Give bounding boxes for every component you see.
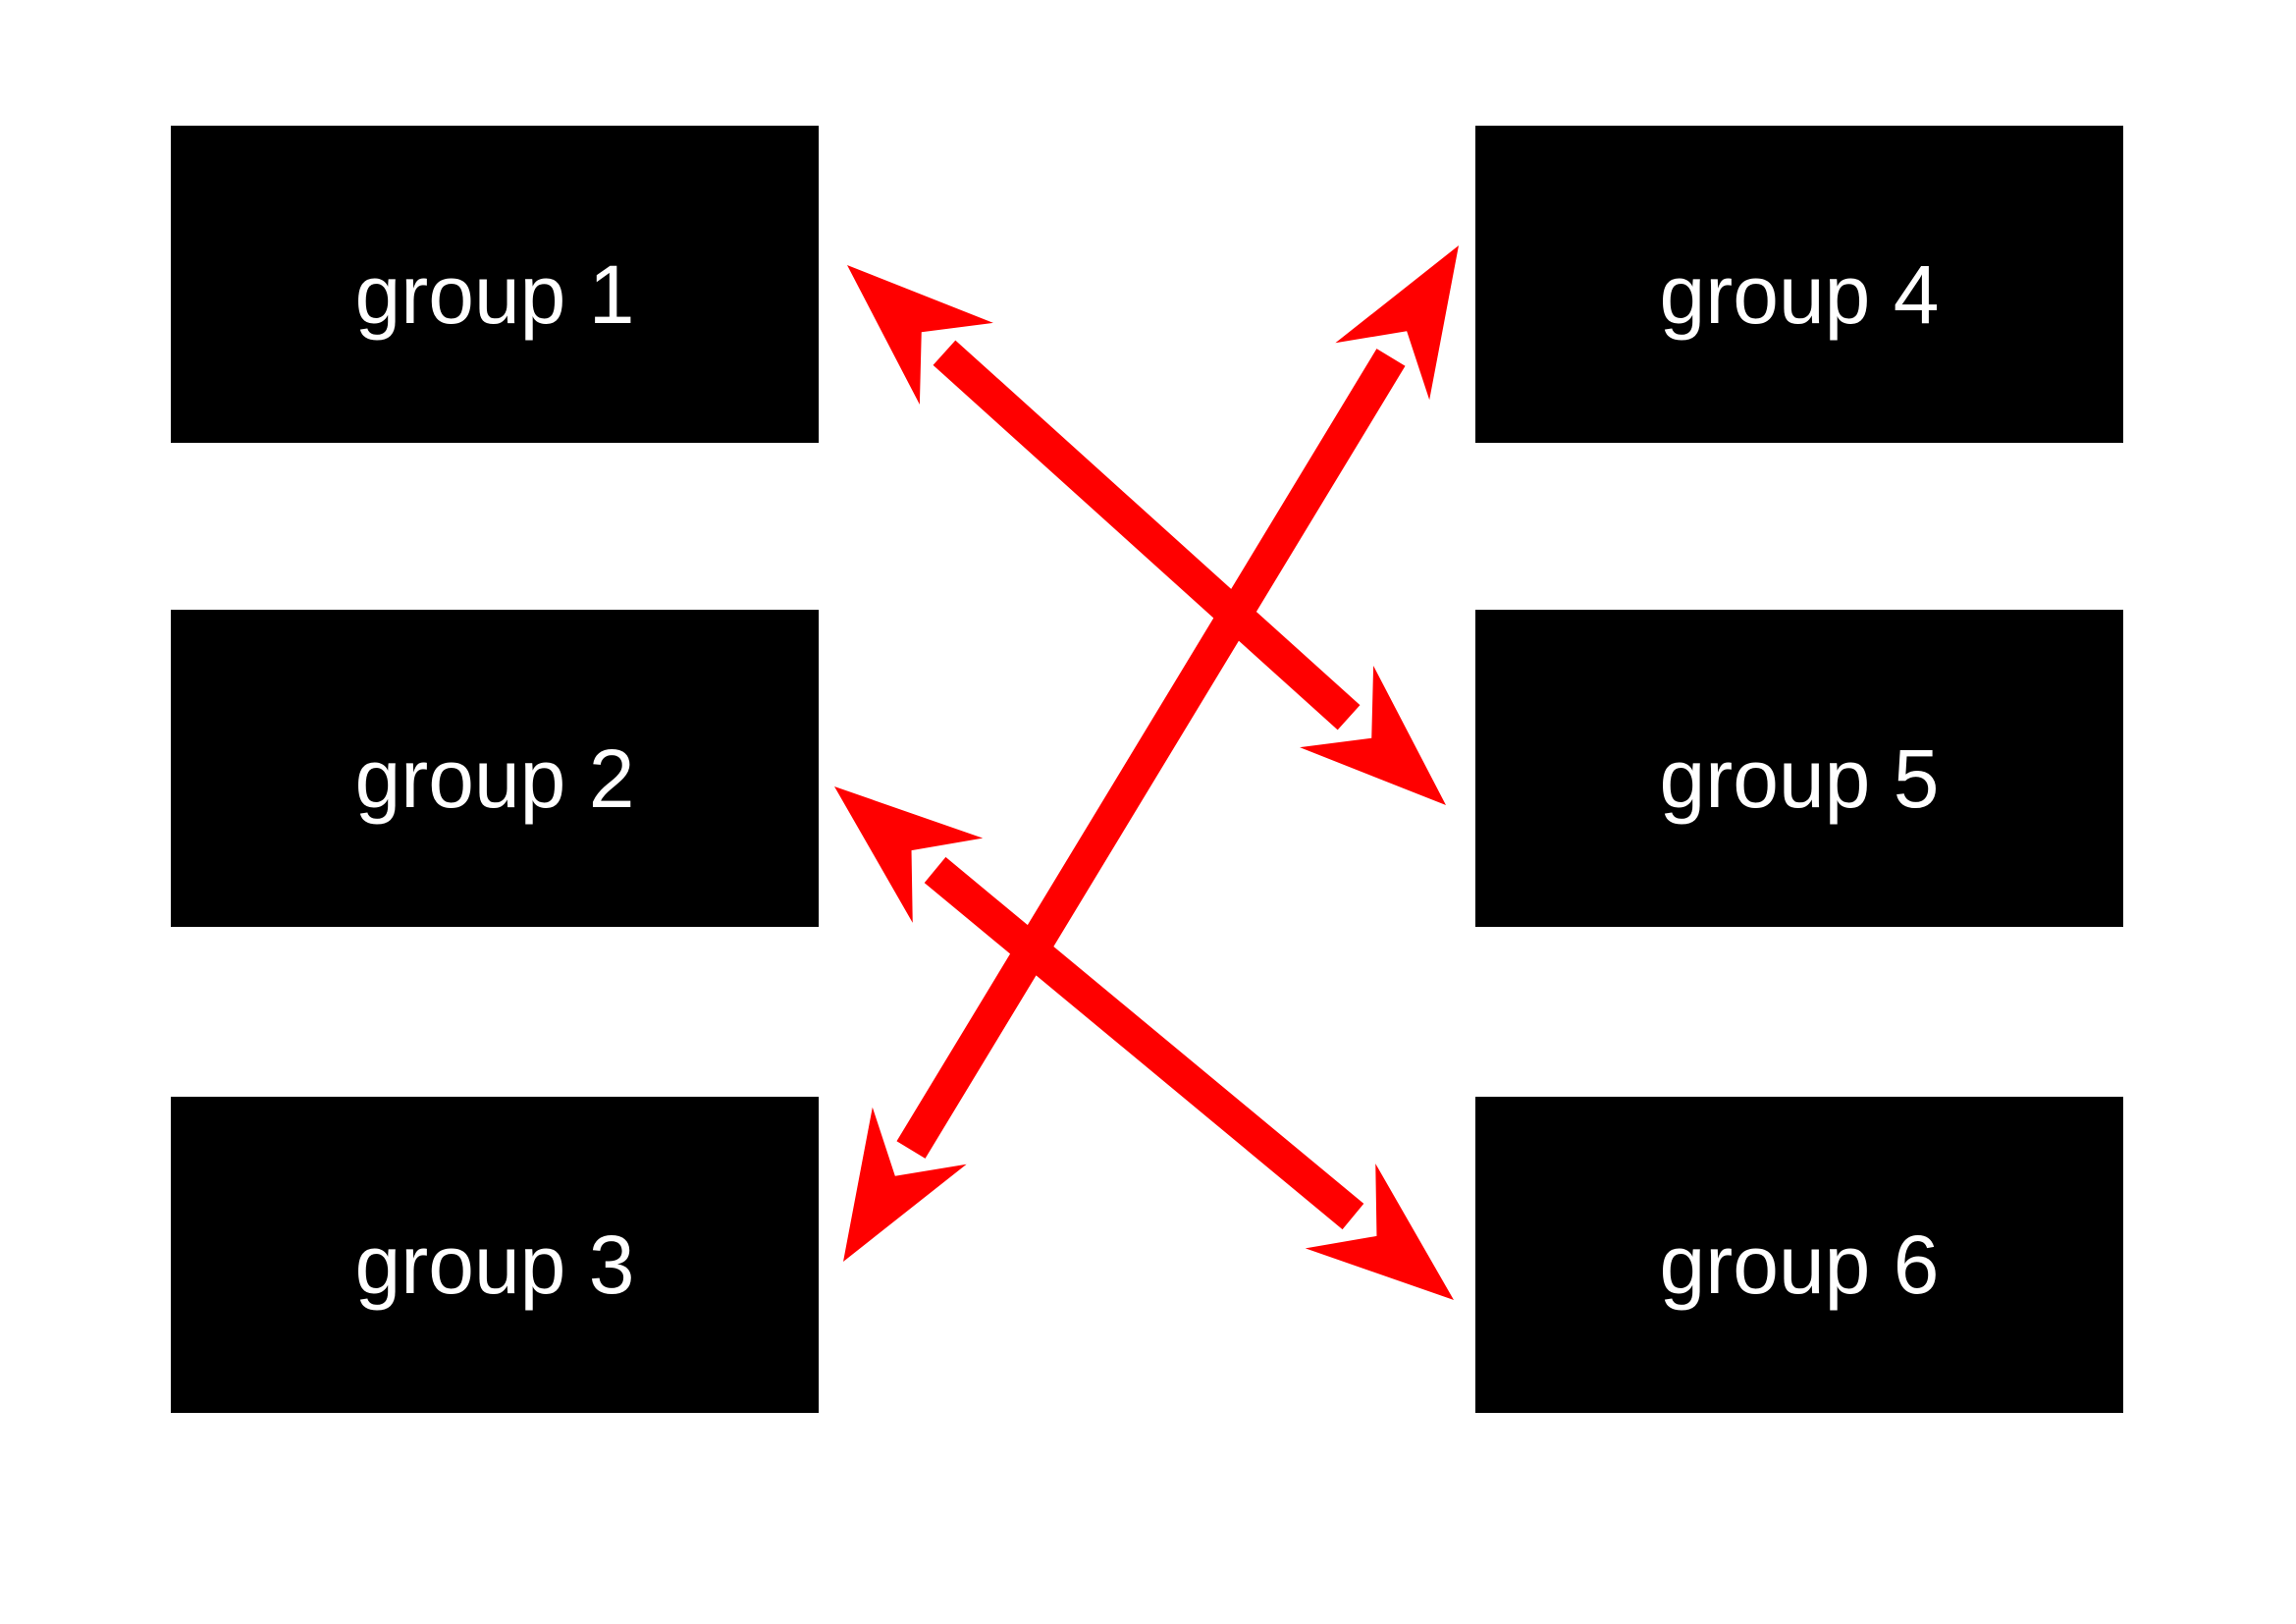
arrow-shaft — [896, 349, 1406, 1159]
group-box-group-3[interactable]: group 3 — [171, 1097, 819, 1413]
group-box-label: group 2 — [354, 731, 635, 825]
double-arrow-group2-group6[interactable] — [834, 786, 1454, 1300]
arrowhead-icon — [847, 265, 993, 406]
arrowhead-icon — [1335, 245, 1459, 401]
double-arrow-group3-group4[interactable] — [843, 245, 1459, 1262]
group-box-group-5[interactable]: group 5 — [1475, 610, 2123, 927]
group-box-group-1[interactable]: group 1 — [171, 126, 819, 443]
arrow-shaft — [933, 340, 1361, 731]
group-box-label: group 4 — [1659, 247, 1940, 341]
group-box-label: group 1 — [354, 247, 635, 341]
arrow-shaft — [924, 856, 1364, 1230]
group-box-label: group 5 — [1659, 731, 1940, 825]
arrowhead-icon — [1305, 1164, 1454, 1300]
group-box-group-4[interactable]: group 4 — [1475, 126, 2123, 443]
group-box-label: group 6 — [1659, 1218, 1940, 1311]
group-box-label: group 3 — [354, 1218, 635, 1311]
arrowhead-icon — [834, 786, 984, 923]
group-box-group-6[interactable]: group 6 — [1475, 1097, 2123, 1413]
double-arrow-group1-group5[interactable] — [847, 265, 1446, 805]
arrowhead-icon — [1300, 665, 1446, 805]
group-box-group-2[interactable]: group 2 — [171, 610, 819, 927]
arrowhead-icon — [843, 1107, 967, 1262]
